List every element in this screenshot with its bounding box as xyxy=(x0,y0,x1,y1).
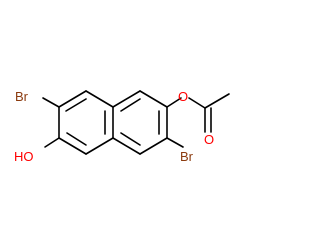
bond-to-br-top xyxy=(42,97,60,108)
bond-ring2-d xyxy=(139,137,168,155)
bond-ester-o-to-carbonyl-c xyxy=(188,97,206,109)
bond-to-ho xyxy=(44,137,60,148)
bond-ring1-b xyxy=(85,90,114,108)
hydroxyl-label: HO xyxy=(14,149,34,164)
bond-ring1-d xyxy=(85,137,114,155)
carbonyl-oxygen-label: O xyxy=(204,132,214,147)
ester-oxygen-label: O xyxy=(178,89,188,104)
double-bond-ring1-c xyxy=(66,132,87,146)
bromine-label-top: Br xyxy=(15,89,29,104)
bond-ring2-a xyxy=(112,90,141,108)
bond-ring1-e xyxy=(58,137,87,155)
bond-to-ester-o xyxy=(166,97,182,108)
double-bond-ring1-a xyxy=(65,98,87,112)
chemical-structure: Br HO Br O O xyxy=(14,89,230,164)
bond-ring1-a xyxy=(58,90,87,108)
bond-ring2-b xyxy=(139,90,168,108)
bond-carbonyl-c-to-methyl xyxy=(204,93,230,109)
bond-ring2-e xyxy=(112,137,141,155)
double-bond-ring2-c xyxy=(120,132,141,146)
bromine-label-bottom: Br xyxy=(180,149,194,164)
double-bond-ring2-a xyxy=(120,98,141,112)
bond-to-br-bottom xyxy=(166,137,184,148)
